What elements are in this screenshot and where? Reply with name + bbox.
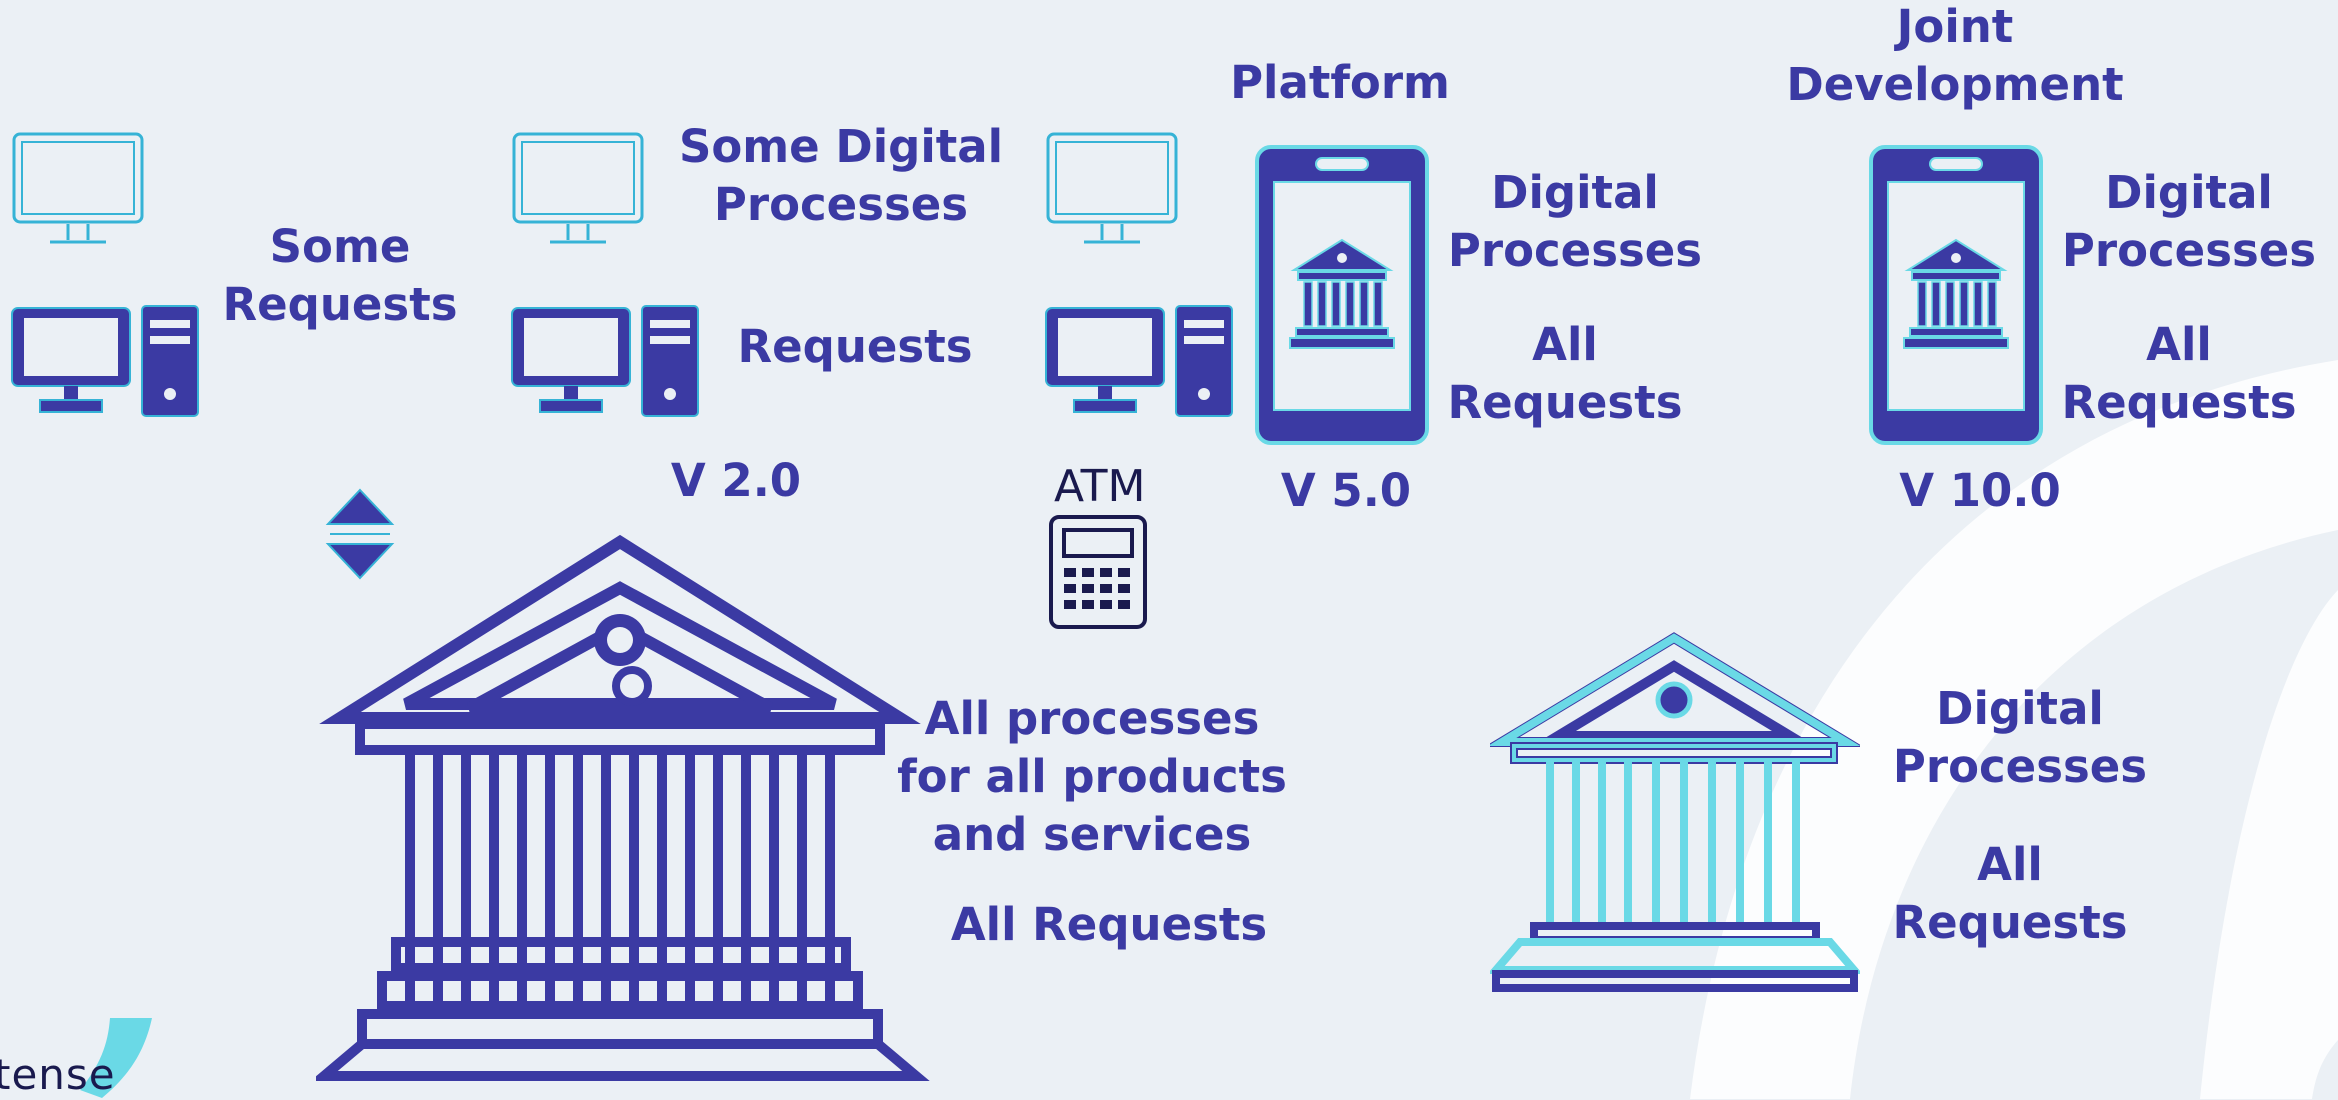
desktop-computer-icon — [511, 305, 699, 417]
label-requests: Requests — [737, 320, 973, 373]
label-all-requests: All Requests — [2061, 318, 2297, 429]
label-digital-processes: Digital Processes — [2061, 166, 2317, 277]
brand-logo-text: tense — [0, 1050, 116, 1099]
label-some-requests: Some Requests — [222, 220, 458, 331]
label-joint-development: Joint Development — [1786, 0, 2124, 111]
label-version-10: V 10.0 — [1899, 464, 2061, 517]
label-some-digital-processes: Some Digital Processes — [678, 120, 1004, 231]
monitor-outline-icon — [512, 132, 644, 244]
label-all-requests: All Requests — [1447, 318, 1683, 429]
bank-building-icon — [316, 534, 930, 1081]
label-all-requests-bank: All Requests — [950, 898, 1268, 951]
label-platform: Platform — [1230, 56, 1450, 109]
label-digital-processes: Digital Processes — [1447, 166, 1703, 277]
desktop-computer-icon — [1045, 305, 1233, 417]
desktop-computer-icon — [11, 305, 199, 417]
up-down-arrow-icon — [325, 488, 395, 580]
smartphone-bank-icon — [1869, 145, 2043, 445]
brand-swoosh-icon — [80, 1018, 152, 1098]
monitor-outline-icon — [12, 132, 144, 244]
monitor-outline-icon — [1046, 132, 1178, 244]
label-atm: ATM — [1054, 461, 1146, 512]
digital-bank-icon — [1490, 632, 1860, 992]
label-all-requests: All Requests — [1892, 838, 2128, 949]
label-version-5: V 5.0 — [1280, 464, 1412, 517]
label-digital-processes: Digital Processes — [1892, 682, 2148, 793]
smartphone-bank-icon — [1255, 145, 1429, 445]
label-version-2: V 2.0 — [670, 454, 802, 507]
atm-machine-icon — [1049, 515, 1147, 629]
label-all-processes: All processes for all products and servi… — [897, 692, 1287, 861]
